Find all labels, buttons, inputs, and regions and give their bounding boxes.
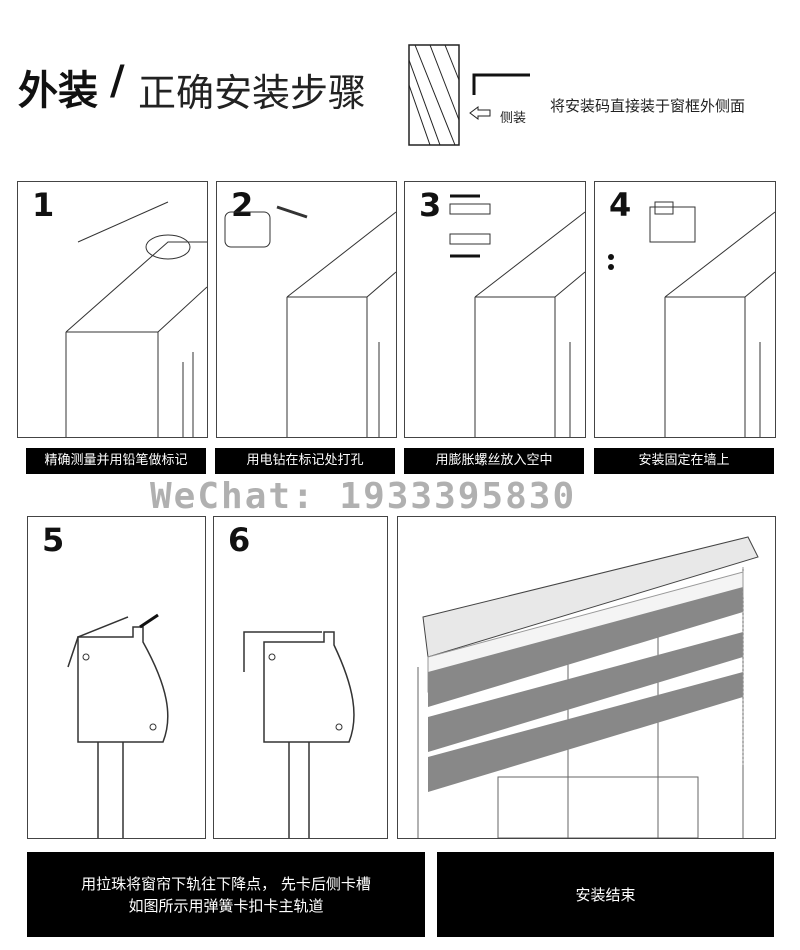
anchor-illustration [449, 194, 585, 437]
step-4-panel: 4 [594, 181, 776, 438]
page-title: 正确安装步骤 [138, 71, 367, 115]
bracket-illustration [608, 201, 775, 437]
step-3-caption: 用膨胀螺丝放入空中 [404, 448, 584, 474]
step-1-panel: 1 [17, 181, 208, 438]
step-2-caption: 用电钻在标记处打孔 [215, 448, 395, 474]
instruction-line-1: 用拉珠将窗帘下轨往下降点， 先卡后侧卡槽 [81, 874, 371, 893]
arrow-left-icon [469, 106, 491, 120]
step-number: 2 [231, 186, 254, 224]
side-mount-label: 侧装 [500, 111, 527, 126]
step-5-6-instruction: 用拉珠将窗帘下轨往下降点， 先卡后侧卡槽 如图所示用弹簧卡扣卡主轨道 [27, 852, 425, 937]
step-4-caption: 安装固定在墙上 [594, 448, 774, 474]
step-2-panel: 2 [216, 181, 397, 438]
side-mount-diagram [408, 44, 530, 146]
title-bold: 外装 [18, 68, 98, 114]
step-number: 4 [609, 186, 632, 224]
install-complete-text: 安装结束 [575, 885, 636, 904]
clipped-rail-illustration [243, 631, 355, 838]
clip-rail-illustration [67, 613, 169, 838]
instruction-line-2: 如图所示用弹簧卡扣卡主轨道 [128, 896, 324, 915]
step-number: 6 [228, 521, 251, 559]
step-number: 5 [42, 521, 65, 559]
step-number: 3 [419, 186, 442, 224]
step-number: 1 [32, 186, 55, 224]
install-complete-label: 安装结束 [437, 852, 774, 937]
drill-illustration [224, 205, 396, 437]
measure-illustration [65, 201, 207, 437]
step-1-caption: 精确测量并用铅笔做标记 [26, 448, 206, 474]
watermark: WeChat: 1933395830 [150, 476, 577, 517]
zebra-blind-illustration [417, 536, 759, 838]
mount-note: 将安装码直接装于窗框外侧面 [550, 97, 746, 115]
step-5-panel: 5 [27, 516, 206, 839]
step-6-panel: 6 [213, 516, 388, 839]
step-3-panel: 3 [404, 181, 586, 438]
title-slash: / [110, 58, 125, 104]
finished-blind-panel [397, 516, 776, 839]
